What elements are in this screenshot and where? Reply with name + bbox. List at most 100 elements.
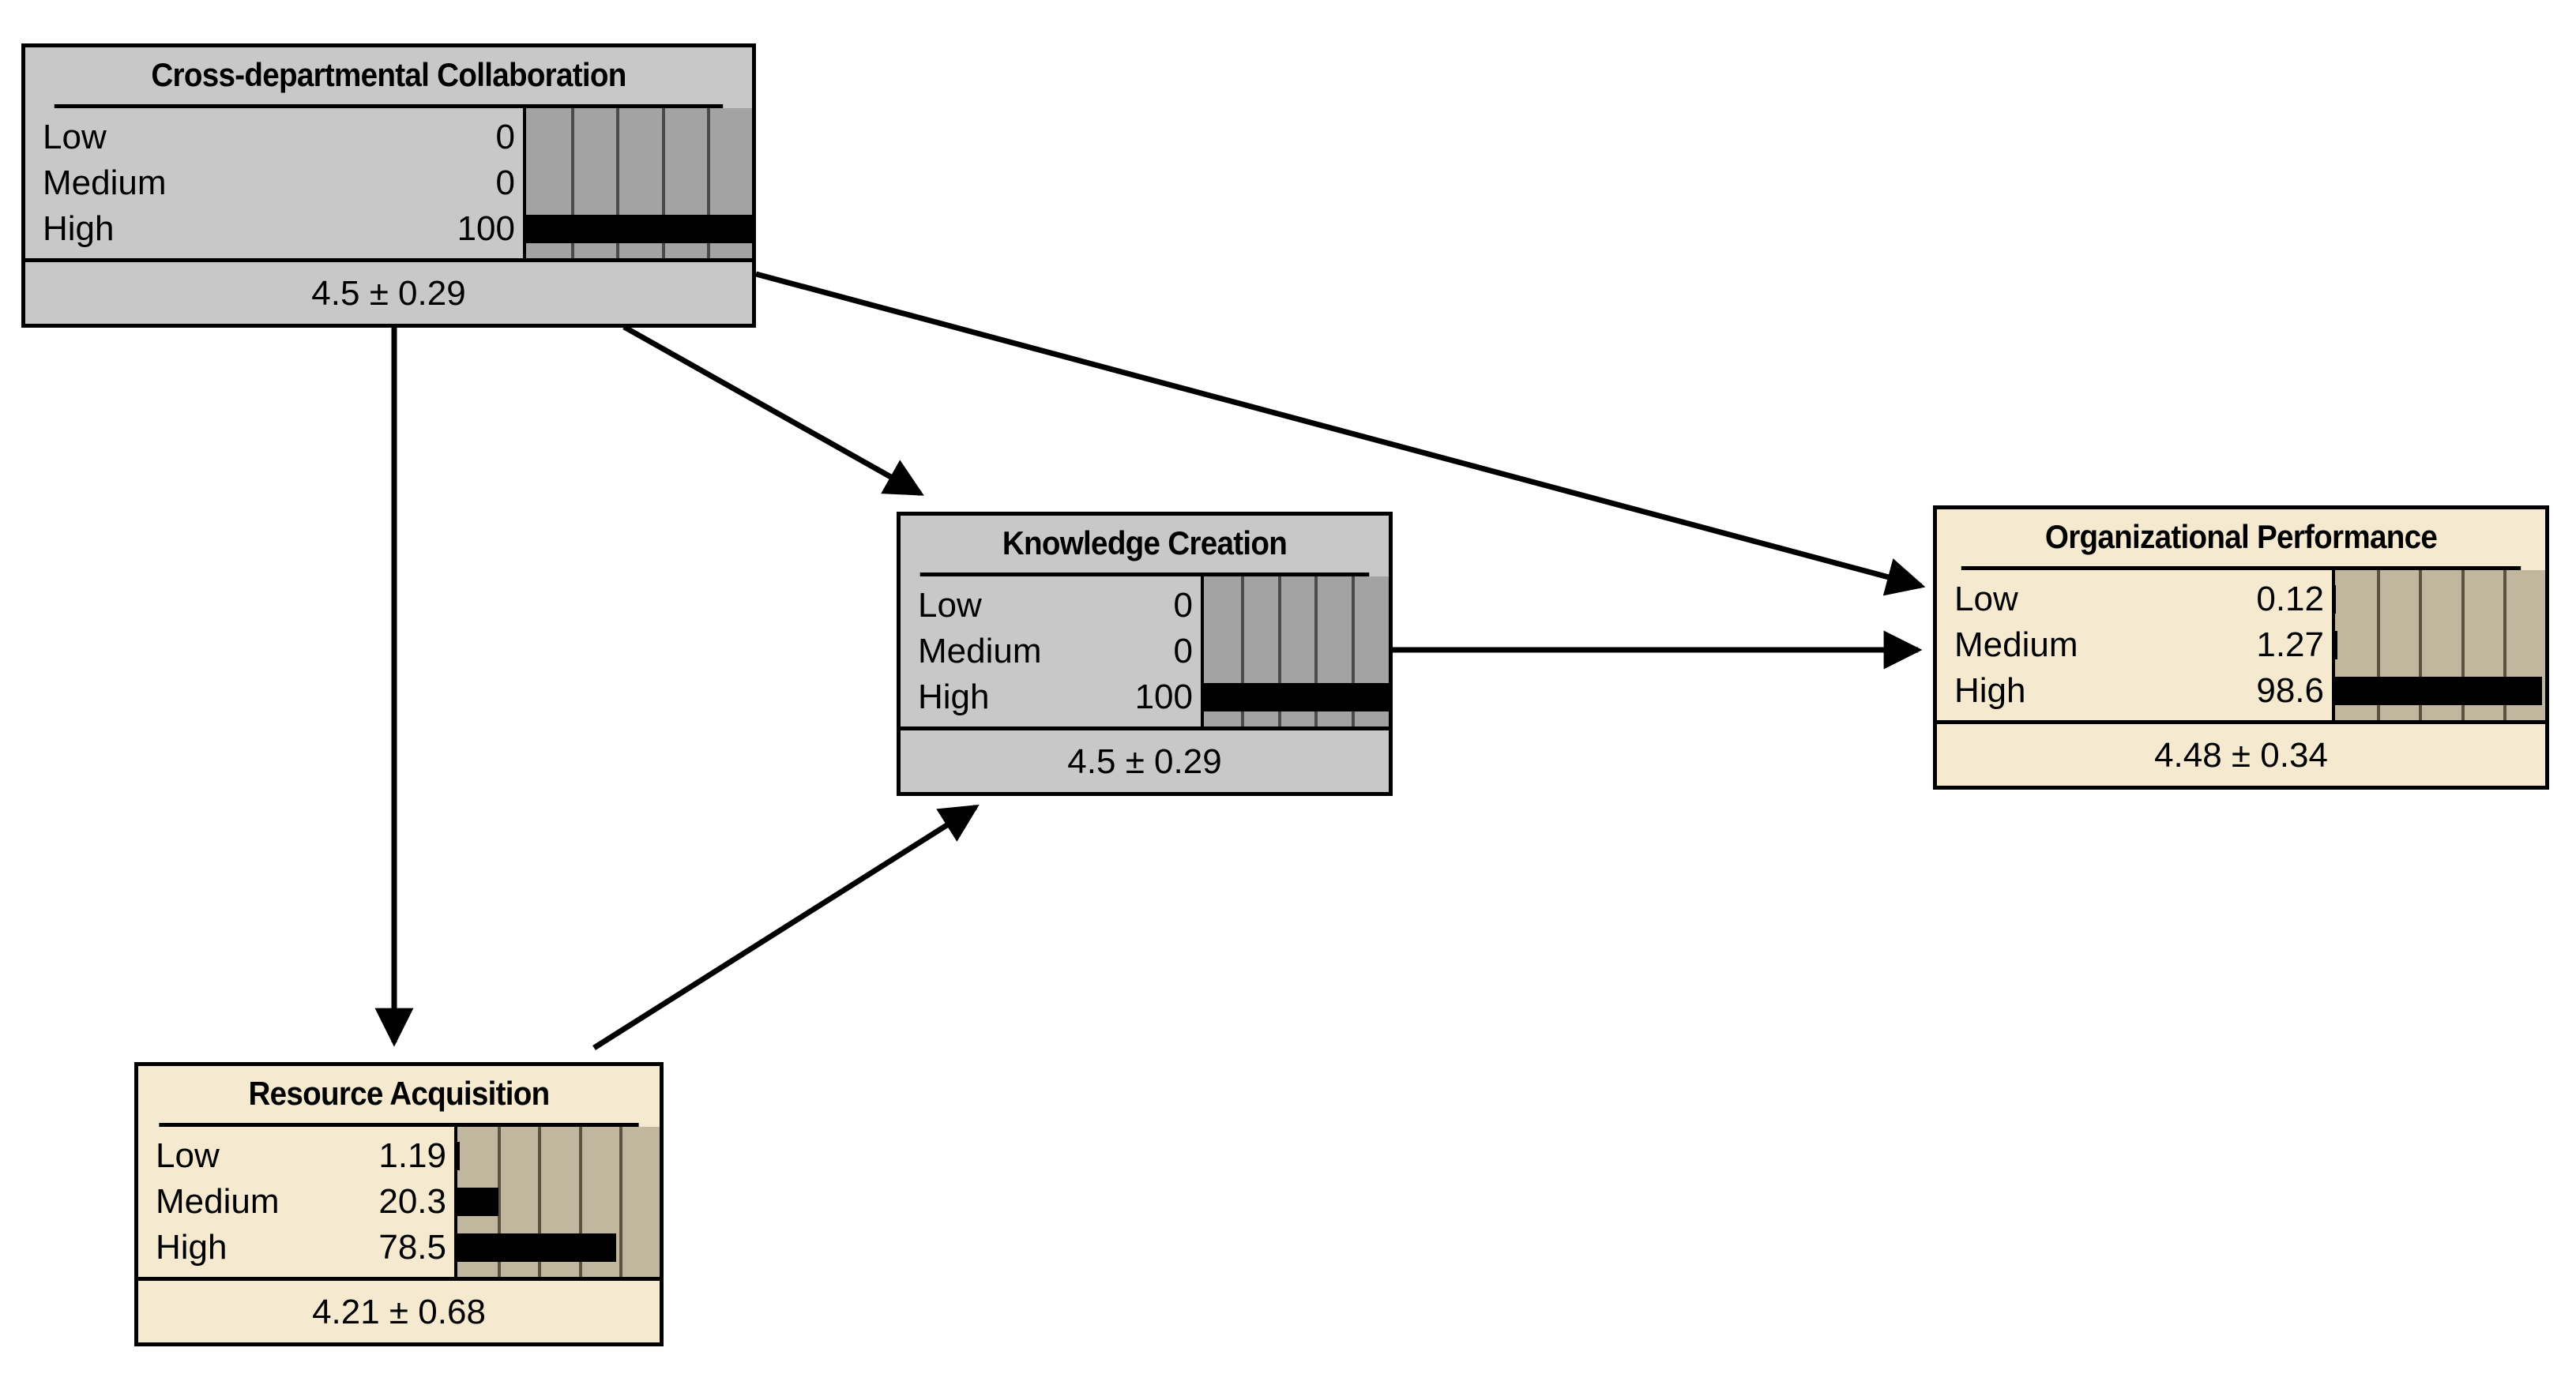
state-value: 0.12	[2256, 580, 2324, 618]
state-value: 98.6	[2256, 671, 2324, 710]
state-value: 78.5	[378, 1228, 446, 1267]
bar-row	[457, 1225, 660, 1271]
state-list: Low 0 Medium 0 High 100	[901, 576, 1201, 726]
state-list: Low 0 Medium 0 High 100	[25, 108, 523, 258]
state-bar-chart	[1201, 576, 1389, 726]
node-body: Low 0 Medium 0 High 100	[25, 108, 752, 262]
state-list: Low 1.19 Medium 20.3 High 78.5	[138, 1127, 454, 1277]
chart-bars	[526, 108, 752, 258]
bar-row	[457, 1133, 660, 1179]
bar-row	[2335, 576, 2545, 622]
gridline	[2461, 570, 2465, 720]
bar-row	[1204, 629, 1389, 674]
edge-resource-acquisition-to-knowledge-creation	[592, 805, 980, 1050]
node-footer-mean: 4.21 ± 0.68	[312, 1293, 486, 1331]
node-knowledge-creation[interactable]: Knowledge Creation Low 0 Medium 0 High 1…	[897, 512, 1393, 796]
state-row: Medium 0	[918, 629, 1193, 674]
state-label: High	[918, 678, 990, 716]
bar-row	[526, 114, 752, 160]
node-title: Knowledge Creation	[919, 516, 1370, 576]
bar-row	[1204, 674, 1389, 720]
state-row: Low 1.19	[156, 1133, 446, 1179]
bar	[1204, 683, 1389, 711]
node-footer-mean: 4.5 ± 0.29	[1067, 742, 1222, 781]
gridline	[2419, 570, 2423, 720]
gridline	[2377, 570, 2381, 720]
node-cross-departmental-collaboration[interactable]: Cross-departmental Collaboration Low 0 M…	[21, 43, 756, 328]
node-title: Organizational Performance	[1961, 509, 2521, 570]
state-label: Medium	[43, 163, 167, 202]
gridline	[619, 1127, 622, 1277]
state-row: Medium 20.3	[156, 1179, 446, 1225]
state-bar-chart	[454, 1127, 660, 1277]
state-label: Low	[156, 1136, 220, 1175]
state-value: 1.19	[378, 1136, 446, 1175]
state-label: High	[43, 209, 115, 248]
state-bar-chart	[2332, 570, 2545, 720]
state-label: High	[1954, 671, 2026, 710]
node-title: Resource Acquisition	[159, 1066, 639, 1127]
state-row: Low 0.12	[1954, 576, 2324, 622]
state-row: High 98.6	[1954, 668, 2324, 714]
state-label: High	[156, 1228, 228, 1267]
gridline	[1277, 576, 1281, 726]
bar-row	[2335, 668, 2545, 714]
state-row: High 100	[918, 674, 1193, 720]
bar-row	[526, 160, 752, 206]
state-value: 0	[495, 118, 515, 156]
state-list: Low 0.12 Medium 1.27 High 98.6	[1937, 570, 2332, 720]
node-organizational-performance[interactable]: Organizational Performance Low 0.12 Medi…	[1933, 505, 2549, 790]
bar	[457, 1233, 616, 1262]
chart-bars	[1204, 576, 1389, 726]
gridline	[616, 108, 620, 258]
chart-gridlines	[1204, 576, 1389, 726]
state-row: High 100	[43, 206, 515, 252]
state-row: High 78.5	[156, 1225, 446, 1271]
gridline	[538, 1127, 542, 1277]
state-value: 1.27	[2256, 625, 2324, 664]
state-value: 0	[495, 163, 515, 202]
gridline	[571, 108, 575, 258]
bar	[2335, 631, 2338, 659]
bar	[526, 215, 752, 243]
gridline	[706, 108, 710, 258]
node-footer-mean: 4.48 ± 0.34	[2154, 736, 2328, 775]
state-row: Low 0	[43, 114, 515, 160]
state-value: 100	[457, 209, 515, 248]
state-label: Low	[1954, 580, 2018, 618]
gridline	[2503, 570, 2506, 720]
edge-collaboration-to-knowledge-creation	[622, 324, 924, 497]
chart-bars	[457, 1127, 660, 1277]
bar-row	[2335, 622, 2545, 668]
bar-row	[1204, 583, 1389, 629]
state-bar-chart	[523, 108, 752, 258]
state-label: Medium	[156, 1182, 280, 1221]
bar-row	[526, 206, 752, 252]
state-value: 0	[1173, 632, 1193, 670]
node-resource-acquisition[interactable]: Resource Acquisition Low 1.19 Medium 20.…	[134, 1062, 664, 1346]
state-label: Medium	[918, 632, 1042, 670]
state-label: Medium	[1954, 625, 2078, 664]
gridline	[661, 108, 665, 258]
gridline	[578, 1127, 582, 1277]
state-value: 100	[1134, 678, 1193, 716]
chart-bars	[2335, 570, 2545, 720]
state-row: Medium 1.27	[1954, 622, 2324, 668]
chart-gridlines	[2335, 570, 2545, 720]
gridline	[1352, 576, 1356, 726]
node-footer-mean: 4.5 ± 0.29	[311, 274, 466, 313]
bar	[2335, 677, 2543, 705]
node-body: Low 1.19 Medium 20.3 High 78.5	[138, 1127, 660, 1281]
gridline	[498, 1127, 502, 1277]
state-label: Low	[43, 118, 107, 156]
state-value: 0	[1173, 586, 1193, 625]
chart-gridlines	[457, 1127, 660, 1277]
state-label: Low	[918, 586, 982, 625]
node-title: Cross-departmental Collaboration	[54, 47, 724, 108]
state-row: Low 0	[918, 583, 1193, 629]
bar-row	[457, 1179, 660, 1225]
bar	[457, 1142, 461, 1170]
node-body: Low 0 Medium 0 High 100	[901, 576, 1389, 730]
chart-gridlines	[526, 108, 752, 258]
